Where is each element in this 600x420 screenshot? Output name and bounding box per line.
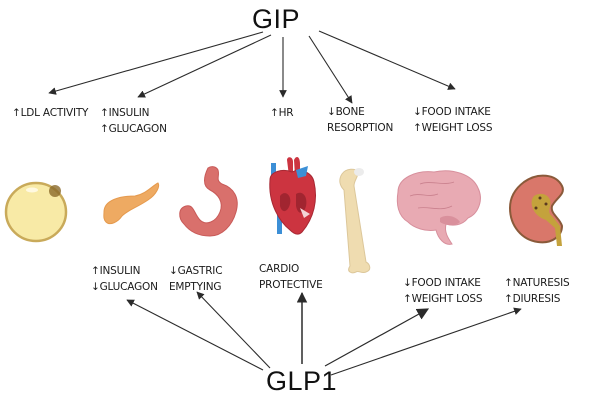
- gip-arrow-adipocyte: [48, 31, 264, 95]
- gip-effect-brain: ↓FOOD INTAKE ↑WEIGHT LOSS: [413, 104, 493, 136]
- glp1-arrow-brain: [324, 308, 430, 367]
- gip-hub-label: GIP: [252, 4, 301, 34]
- glp1-effect-brain: ↓FOOD INTAKE ↑WEIGHT LOSS: [403, 275, 483, 307]
- glp1-hub-label: GLP1: [266, 366, 338, 396]
- gip-arrows: [48, 30, 456, 104]
- glp1-arrows: [126, 291, 522, 376]
- effect-line: RESORPTION: [327, 122, 394, 134]
- effect-line: ↓GLUCAGON: [91, 281, 158, 293]
- effect-line: ↑WEIGHT LOSS: [413, 122, 493, 134]
- adipocyte-icon: [4, 181, 68, 243]
- bone-icon: [339, 168, 371, 274]
- glp1-arrow-kidney: [330, 307, 522, 376]
- effect-line: ↑WEIGHT LOSS: [403, 293, 483, 305]
- effect-line: ↓BONE: [327, 106, 365, 118]
- glp1-effect-pancreas: ↑INSULIN ↓GLUCAGON: [91, 263, 158, 295]
- effect-line: ↓GASTRIC: [169, 265, 223, 277]
- effect-line: CARDIO: [259, 263, 300, 275]
- effect-line: ↑INSULIN: [100, 107, 150, 119]
- glp1-effect-kidney: ↑NATURESIS ↑DIURESIS: [504, 275, 570, 307]
- gip-arrow-bone: [308, 35, 353, 104]
- gip-effect-pancreas: ↑INSULIN ↑GLUCAGON: [100, 105, 167, 137]
- gip-effect-bone: ↓BONE RESORPTION: [327, 104, 393, 136]
- effect-line: ↑GLUCAGON: [100, 123, 167, 135]
- gip-arrow-brain: [318, 30, 456, 90]
- effect-line: ↓FOOD INTAKE: [413, 106, 491, 118]
- effect-line: ↑INSULIN: [91, 265, 141, 277]
- stomach-icon: [179, 166, 238, 237]
- gip-effect-heart: ↑HR: [270, 105, 294, 121]
- glp1-effect-stomach: ↓GASTRIC EMPTYING: [169, 263, 223, 295]
- pancreas-icon: [103, 182, 160, 225]
- gip-effect-adipocyte: ↑LDL ACTIVITY: [12, 105, 88, 121]
- brain-icon: [396, 170, 481, 245]
- heart-icon: [269, 156, 316, 235]
- effect-line: ↑NATURESIS: [504, 277, 570, 289]
- effect-line: ↓FOOD INTAKE: [403, 277, 481, 289]
- effect-line: ↑LDL ACTIVITY: [12, 107, 89, 119]
- glp1-arrow-pancreas: [126, 299, 264, 371]
- glp1-arrow-stomach: [196, 291, 271, 369]
- glp1-effect-heart: CARDIO PROTECTIVE: [259, 261, 323, 293]
- kidney-icon: [508, 174, 564, 246]
- effect-line: ↑HR: [270, 107, 294, 119]
- effect-line: EMPTYING: [169, 281, 222, 293]
- effect-line: ↑DIURESIS: [504, 293, 561, 305]
- effect-line: PROTECTIVE: [259, 279, 323, 291]
- gip-arrow-pancreas: [137, 34, 272, 98]
